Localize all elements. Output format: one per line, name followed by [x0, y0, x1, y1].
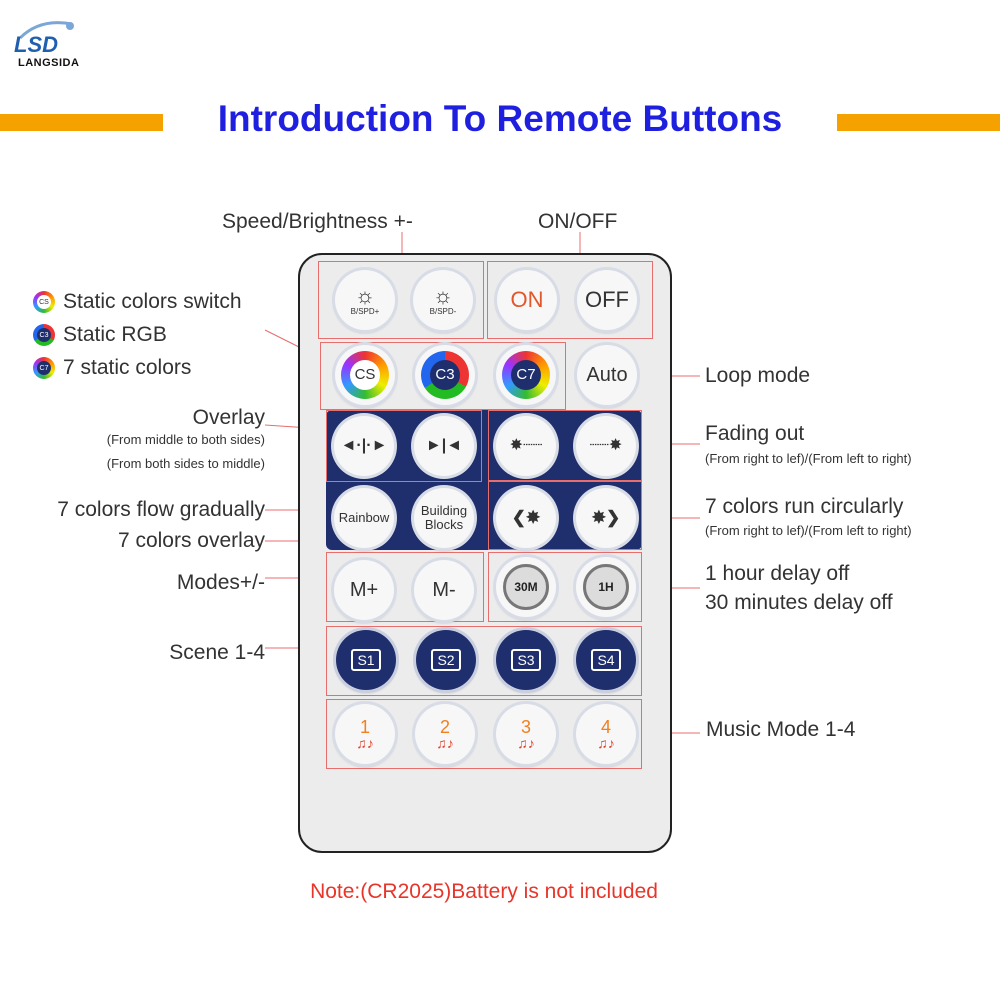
- cs-button[interactable]: CS: [335, 345, 395, 405]
- label-delay-1h: 1 hour delay off: [705, 562, 850, 585]
- battery-note: Note:(CR2025)Battery is not included: [310, 880, 658, 903]
- label-static-rgb: Static RGB: [63, 323, 167, 346]
- label-static-switch: Static colors switch: [63, 290, 242, 313]
- music-4-button[interactable]: 4♫♪: [576, 704, 636, 764]
- c3-button[interactable]: C3: [415, 345, 475, 405]
- logo-mark-text: LSD: [14, 32, 58, 56]
- music-notes-icon: ♫♪: [517, 735, 535, 751]
- house-icon: S3: [511, 648, 541, 672]
- music-2-button[interactable]: 2♫♪: [415, 704, 475, 764]
- label-loop: Loop mode: [705, 364, 811, 387]
- burst-right-icon: ┈┈✸: [589, 436, 623, 454]
- mode-minus-button[interactable]: M-: [414, 560, 474, 620]
- house-icon: S1: [351, 648, 381, 672]
- label-overlay: Overlay: [192, 406, 265, 429]
- brightness-plus-button[interactable]: ☼B/SPD+: [335, 270, 395, 330]
- run-right-icon: ✸❯: [591, 508, 621, 528]
- music-1-button[interactable]: 1♫♪: [335, 704, 395, 764]
- run-left-button[interactable]: ❮✸: [496, 488, 556, 548]
- rainbow-button[interactable]: Rainbow: [334, 488, 394, 548]
- box-run: [488, 480, 642, 550]
- box-timer: [488, 552, 642, 622]
- fade-left-button[interactable]: ✸┈┈: [496, 416, 556, 476]
- langsida-logo-icon: LSD: [14, 21, 74, 56]
- brightness-minus-button[interactable]: ☼B/SPD-: [413, 270, 473, 330]
- scene-1-button[interactable]: S1: [336, 630, 396, 690]
- box-scene: [326, 626, 642, 696]
- timer-30m-button[interactable]: 30M: [496, 557, 556, 617]
- house-icon: S2: [431, 648, 461, 672]
- building-blocks-button[interactable]: Building Blocks: [414, 488, 474, 548]
- arrows-outward-icon: ◄·|·►: [340, 436, 388, 454]
- timer-1h-button[interactable]: 1H: [576, 557, 636, 617]
- label-fading: Fading out: [705, 422, 805, 445]
- label-run: 7 colors run circularly: [705, 495, 904, 518]
- run-left-icon: ❮✸: [511, 508, 541, 528]
- overlay-in-button[interactable]: ►|◄: [414, 416, 474, 476]
- label-overlay-sub2: (From both sides to middle): [106, 456, 265, 471]
- label-overlay7: 7 colors overlay: [117, 529, 265, 552]
- overlay-out-button[interactable]: ◄·|·►: [334, 416, 394, 476]
- label-scene: Scene 1-4: [169, 641, 265, 664]
- sun-plus-icon: ☼: [354, 282, 376, 308]
- box-overlay: [326, 410, 482, 482]
- label-delay-30: 30 minutes delay off: [705, 591, 893, 614]
- music-notes-icon: ♫♪: [597, 735, 615, 751]
- c7-button[interactable]: C7: [496, 345, 556, 405]
- c7-icon: C7: [33, 357, 55, 379]
- arrows-inward-icon: ►|◄: [425, 436, 463, 454]
- burst-left-icon: ✸┈┈: [509, 436, 543, 454]
- c3-icon: C3: [33, 324, 55, 346]
- box-music: [326, 699, 642, 769]
- sun-minus-icon: ☼: [432, 282, 454, 308]
- label-static-7: 7 static colors: [63, 356, 192, 379]
- label-fading-sub: (From right to lef)/(From left to right): [705, 451, 912, 466]
- title-bar-right: [837, 114, 1000, 131]
- box-fading: [488, 410, 642, 482]
- box-static: [320, 342, 566, 410]
- scene-4-button[interactable]: S4: [576, 630, 636, 690]
- house-icon: S4: [591, 648, 621, 672]
- label-music: Music Mode 1-4: [706, 718, 856, 741]
- title-bar-left: [0, 114, 163, 131]
- run-right-button[interactable]: ✸❯: [576, 488, 636, 548]
- music-3-button[interactable]: 3♫♪: [496, 704, 556, 764]
- label-overlay-sub1: (From middle to both sides): [106, 432, 265, 447]
- label-speed-brightness: Speed/Brightness +-: [222, 210, 413, 233]
- box-modes: [326, 552, 484, 622]
- label-run-sub: (From right to lef)/(From left to right): [705, 523, 912, 538]
- page-title: Introduction To Remote Buttons: [217, 98, 783, 139]
- label-modes: Modes+/-: [176, 571, 265, 594]
- on-button[interactable]: ON: [497, 270, 557, 330]
- auto-button[interactable]: Auto: [577, 345, 637, 405]
- music-notes-icon: ♫♪: [356, 735, 374, 751]
- brand-name: LANGSIDA: [18, 57, 80, 69]
- scene-3-button[interactable]: S3: [496, 630, 556, 690]
- fade-right-button[interactable]: ┈┈✸: [576, 416, 636, 476]
- scene-2-button[interactable]: S2: [416, 630, 476, 690]
- box-speed: [318, 261, 484, 339]
- box-onoff: [487, 261, 653, 339]
- cs-icon: CS: [33, 291, 55, 313]
- off-button[interactable]: OFF: [577, 270, 637, 330]
- label-flow: 7 colors flow gradually: [57, 498, 265, 521]
- mode-plus-button[interactable]: M+: [334, 560, 394, 620]
- music-notes-icon: ♫♪: [436, 735, 454, 751]
- label-onoff: ON/OFF: [538, 210, 618, 233]
